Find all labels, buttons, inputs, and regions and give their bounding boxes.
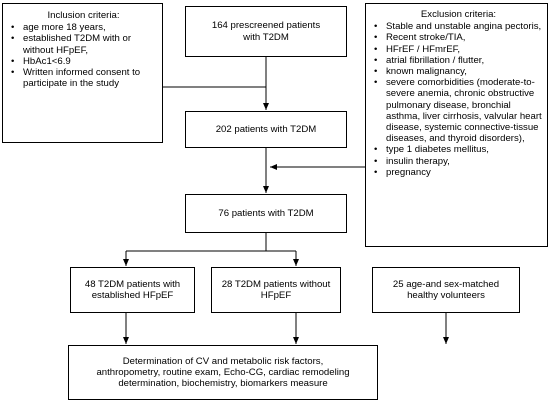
prescreened-box: 164 prescreened patients with T2DM [185, 6, 347, 57]
hfpef-line: established HFpEF [91, 290, 174, 301]
exclusion-item: Recent stroke/TIA, [374, 32, 543, 43]
determination-line: determination, biochemistry, biomarkers … [118, 378, 328, 390]
patients-202-box: 202 patients with T2DM [185, 111, 347, 148]
exclusion-item: insulin therapy, [374, 156, 543, 167]
inclusion-list: age more 18 years, established T2DM with… [11, 22, 156, 89]
inclusion-criteria-box: Inclusion criteria: age more 18 years, e… [2, 3, 163, 143]
inclusion-item: age more 18 years, [11, 22, 156, 33]
exclusion-item: Stable and unstable angina pectoris, [374, 21, 543, 32]
inclusion-item: established T2DM with or without HFpEF, [11, 33, 156, 55]
patients-76-box: 76 patients with T2DM [185, 194, 347, 233]
prescreened-line: 164 prescreened patients [211, 20, 321, 32]
determination-box: Determination of CV and metabolic risk f… [68, 345, 378, 400]
healthy-volunteers-box: 25 age-and sex-matched healthy volunteer… [372, 267, 520, 313]
exclusion-item: severe comorbidities (moderate-to-severe… [374, 77, 543, 144]
inclusion-item: HbAc1<6.9 [11, 56, 156, 67]
exclusion-list: Stable and unstable angina pectoris, Rec… [374, 21, 543, 178]
patients-76-label: 76 patients with T2DM [218, 207, 314, 219]
inclusion-item: Written informed consent to participate … [11, 67, 156, 89]
exclusion-item: known malignancy, [374, 66, 543, 77]
no-hfpef-box: 28 T2DM patients without HFpEF [211, 267, 341, 313]
inclusion-title: Inclusion criteria: [47, 10, 120, 21]
exclusion-title: Exclusion criteria: [420, 9, 497, 20]
exclusion-item: pregnancy [374, 167, 543, 178]
exclusion-criteria-box: Exclusion criteria: Stable and unstable … [365, 3, 548, 247]
no-hfpef-line: 28 T2DM patients without [221, 278, 331, 290]
exclusion-item: atrial fibrillation / flutter, [374, 55, 543, 66]
determination-line: Determination of CV and metabolic risk f… [122, 355, 324, 367]
hfpef-box: 48 T2DM patients with established HFpEF [70, 267, 195, 313]
patients-202-label: 202 patients with T2DM [215, 123, 317, 135]
hfpef-line: 48 T2DM patients with [84, 278, 181, 290]
no-hfpef-line: HFpEF [260, 290, 292, 301]
exclusion-item: HFrEF / HFmrEF, [374, 44, 543, 55]
prescreened-line: with T2DM [243, 31, 289, 43]
healthy-line: 25 age-and sex-matched [392, 278, 500, 290]
healthy-line: healthy volunteers [407, 290, 485, 301]
determination-line: anthropometry, routine exam, Echo-CG, ca… [96, 366, 350, 378]
exclusion-item: type 1 diabetes mellitus, [374, 144, 543, 155]
arrow-76-split [126, 233, 296, 252]
